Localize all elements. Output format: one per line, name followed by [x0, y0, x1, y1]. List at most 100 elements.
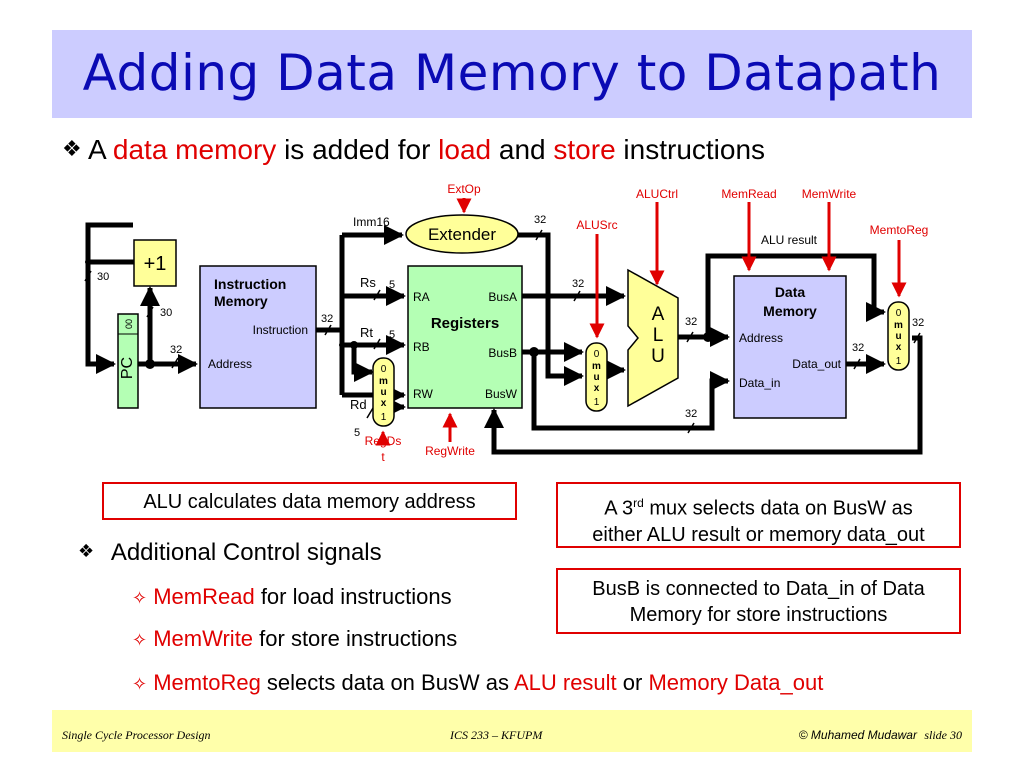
data-out-label: Data_out	[792, 357, 841, 371]
memtoreg-mux	[887, 301, 910, 371]
svg-text:1: 1	[381, 412, 387, 423]
footer-course-code: ICS 233 – KFUPM	[450, 728, 543, 742]
four-point-star-icon: ✧	[132, 674, 148, 695]
busw-port-label: BusW	[485, 387, 518, 401]
bus-width-ticks	[84, 229, 921, 434]
alu-result-label: ALU result	[761, 233, 818, 247]
callout-alu-calc-text: ALU calculates data memory address	[143, 491, 476, 513]
extender-label: Extender	[428, 225, 496, 244]
junction-dot	[145, 359, 155, 369]
datapath-diagram: +1 00 PC Instruction Memory Instruction …	[84, 182, 929, 464]
junction-dot	[529, 347, 539, 357]
rb-port-label: RB	[413, 340, 430, 354]
memread-label: MemRead	[721, 187, 776, 201]
four-point-star-icon: ✧	[132, 630, 148, 651]
width-5-label: 5	[389, 279, 395, 291]
width-30-label: 30	[97, 271, 109, 283]
callout-third-mux-post: mux selects data on BusW as	[643, 497, 913, 520]
register-file	[407, 265, 523, 409]
instruction-port-label: Instruction	[253, 323, 308, 337]
svg-text:x: x	[381, 398, 387, 409]
ra-port-label: RA	[413, 290, 430, 304]
main-bullet-text-3: and	[491, 134, 554, 165]
signal-desc-memwrite: for store instructions	[253, 626, 458, 651]
width-30-label: 30	[160, 307, 172, 319]
callout-busb-line1: BusB is connected to Data_in of Data	[592, 578, 925, 600]
memtoreg-label: MemtoReg	[870, 223, 929, 237]
svg-text:0: 0	[896, 308, 902, 319]
svg-text:u: u	[380, 387, 386, 398]
main-bullet-highlight-load: load	[438, 134, 492, 165]
callout-third-mux: A 3rd mux selects data on BusW as either…	[556, 482, 961, 548]
signal-desc-memtoreg: selects data on BusW as	[260, 670, 514, 695]
extender	[405, 214, 519, 254]
pc-register	[117, 313, 139, 409]
busb-port-label: BusB	[488, 346, 517, 360]
rt-label: Rt	[360, 325, 373, 340]
pc-bits-label: 00	[124, 319, 134, 329]
signal-item-memread: ✧ MemRead for load instructions	[132, 584, 452, 610]
data-memory	[733, 275, 847, 419]
regwrite-label: RegWrite	[425, 444, 475, 458]
alu-letter-u: U	[651, 346, 665, 367]
alu-letter-l: L	[653, 325, 664, 346]
data-memory-title-1: Data	[775, 284, 806, 300]
memtoreg-memory-data-out: Memory Data_out	[648, 670, 824, 695]
alu-result-to-memtoreg-mux-wire	[705, 253, 886, 337]
svg-text:1: 1	[594, 397, 600, 408]
main-bullet-text-4: instructions	[615, 134, 766, 165]
rd-label: Rd	[350, 397, 367, 412]
svg-text:u: u	[895, 331, 901, 342]
footer-author: © Muhamed Mudawar slide 30	[799, 728, 962, 743]
junction-dot	[339, 342, 345, 348]
memwrite-label: MemWrite	[802, 187, 857, 201]
signal-item-memwrite: ✧ MemWrite for store instructions	[132, 626, 457, 652]
busa-port-label: BusA	[488, 290, 517, 304]
dmem-address-label: Address	[739, 331, 783, 345]
svg-text:1: 1	[896, 356, 902, 367]
alu-letter-a: A	[652, 304, 665, 325]
width-32-label: 32	[685, 316, 697, 328]
width-32-label: 32	[170, 344, 182, 356]
junction-dots	[85, 259, 713, 369]
callout-busb-line2: Memory for store instructions	[629, 604, 888, 626]
memtoreg-alu-result: ALU result	[513, 670, 617, 695]
svg-text:u: u	[593, 372, 599, 383]
busb-to-datain-wire	[531, 352, 730, 431]
main-bullet-highlight-store: store	[553, 134, 616, 165]
callout-third-mux-pre: A 3	[604, 497, 634, 520]
pc-label: PC	[119, 357, 136, 379]
regdst-label-1: RegDs	[365, 434, 402, 448]
instruction-memory-title-1: Instruction	[214, 276, 286, 292]
alusrc-label: ALUSrc	[576, 218, 617, 232]
extop-label: ExtOp	[447, 182, 481, 196]
aluctrl-label: ALUCtrl	[636, 187, 678, 201]
instruction-memory-title-2: Memory	[214, 293, 268, 309]
registers-title: Registers	[431, 315, 499, 332]
regdst-mux	[372, 357, 395, 427]
additional-control-heading: ❖ Additional Control signals	[78, 539, 382, 567]
svg-text:x: x	[594, 383, 600, 394]
width-32-label: 32	[534, 214, 546, 226]
imem-address-label: Address	[208, 357, 252, 371]
instruction-memory	[199, 265, 317, 409]
data-in-label: Data_in	[739, 376, 780, 390]
diamond-bullet-icon: ❖	[62, 137, 82, 162]
callout-third-mux-line2: either ALU result or memory data_out	[592, 523, 925, 546]
svg-text:0: 0	[381, 364, 387, 375]
rs-label: Rs	[360, 275, 376, 290]
main-bullet: ❖ A data memory is added for load and st…	[62, 134, 765, 166]
main-bullet-text-1: A	[87, 134, 113, 165]
svg-text:0: 0	[594, 349, 600, 360]
callout-third-mux-sup: rd	[633, 496, 644, 510]
junction-dot	[85, 259, 91, 265]
alu	[627, 268, 679, 408]
footer-slide-number: slide 30	[924, 728, 962, 742]
junction-dot	[703, 332, 713, 342]
memtoreg-or: or	[616, 670, 649, 695]
regdst-label-2: t	[381, 450, 385, 464]
title-bar: Adding Data Memory to Datapath	[52, 30, 972, 118]
pc-increment-loop-wire	[85, 222, 138, 265]
data-memory-title-2: Memory	[763, 303, 817, 319]
svg-text:m: m	[592, 361, 601, 372]
